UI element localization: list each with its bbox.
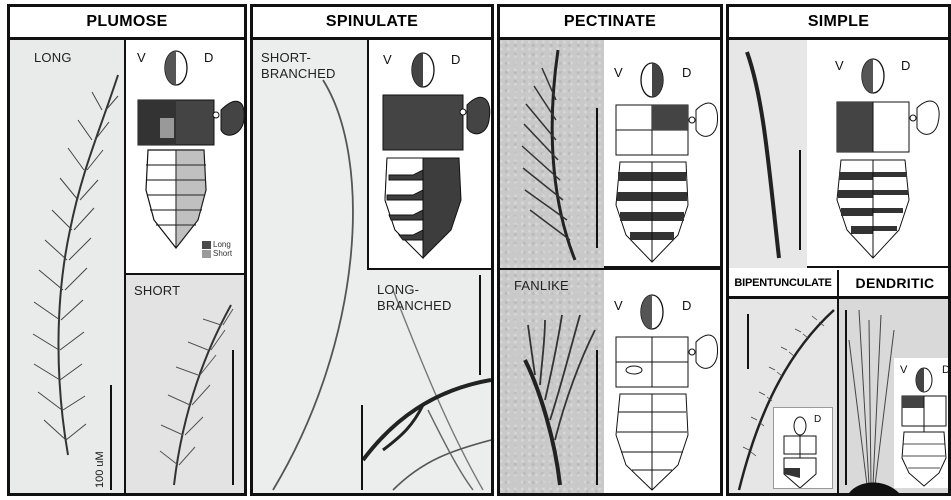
spinulate-column: SPINULATE SHORT- BRANCHED V D xyxy=(250,4,494,496)
pectinate-column: PECTINATE V D xyxy=(497,4,723,496)
dendritic-scale-bar xyxy=(845,310,847,485)
plumose-bee-diagram-panel: V D Long Short xyxy=(124,40,244,275)
legend: Long Short xyxy=(202,240,232,258)
simple-column: SIMPLE V D BIPENTUNCUL xyxy=(726,4,951,496)
legend-long: Long xyxy=(202,240,232,249)
bipentunculate-panel: BIPENTUNCULATE D xyxy=(729,270,839,493)
spinulate-scale-bar-1 xyxy=(361,405,363,490)
plumose-short-hair-image xyxy=(126,275,244,493)
dendritic-bee-inset: V D xyxy=(894,358,951,488)
bipentunculate-scale-bar xyxy=(747,314,749,369)
simple-bee-diagram xyxy=(807,40,951,268)
plumose-short-photo: SHORT xyxy=(124,275,244,493)
long-swatch xyxy=(202,241,211,249)
dendritic-panel: DENDRITIC V D xyxy=(839,270,951,493)
fanlike-hair-image xyxy=(500,270,604,493)
pectinate-bee-diagram-panel: V D xyxy=(604,40,720,268)
plumose-long-hair-image xyxy=(10,40,124,493)
simple-scale-bar xyxy=(799,150,801,250)
pectinate-photo xyxy=(500,40,604,268)
simple-bee-diagram-panel: V D xyxy=(807,40,951,268)
bipentunculate-bee-inset: D xyxy=(773,407,833,489)
plumose-column: PLUMOSE LONG 100 uM V D xyxy=(7,4,247,496)
pectinate-scale-bar xyxy=(596,108,598,248)
fanlike-scale-bar xyxy=(596,350,598,485)
scale-label: 100 uM xyxy=(94,451,106,488)
legend-short: Short xyxy=(202,249,232,258)
spinulate-bee-diagram xyxy=(369,40,491,270)
scale-bar xyxy=(110,385,112,490)
fanlike-bee-diagram-panel: V D xyxy=(604,270,720,493)
pectinate-header: PECTINATE xyxy=(500,7,720,40)
pectinate-hair-image xyxy=(500,40,604,268)
plumose-header: PLUMOSE xyxy=(10,7,244,40)
short-swatch xyxy=(202,250,211,258)
spinulate-bee-diagram-panel: V D xyxy=(367,40,491,270)
pectinate-bee-diagram xyxy=(604,40,720,268)
simple-hair-image xyxy=(729,40,807,268)
dendritic-bee-diagram xyxy=(894,358,951,488)
plumose-long-photo: LONG 100 uM xyxy=(10,40,124,493)
bipentunculate-bee-diagram xyxy=(774,408,833,489)
legend-long-label: Long xyxy=(213,240,231,249)
long-branched-label: LONG- BRANCHED xyxy=(377,282,477,314)
short-scale-bar xyxy=(232,350,234,485)
spinulate-header: SPINULATE xyxy=(253,7,491,40)
legend-short-label: Short xyxy=(213,249,232,258)
fanlike-photo: FANLIKE xyxy=(500,270,604,493)
simple-header: SIMPLE xyxy=(729,7,948,40)
spinulate-scale-bar-2 xyxy=(479,275,481,375)
long-branched-text: LONG- BRANCHED xyxy=(377,282,452,313)
simple-photo xyxy=(729,40,807,268)
fanlike-bee-diagram xyxy=(604,270,720,493)
